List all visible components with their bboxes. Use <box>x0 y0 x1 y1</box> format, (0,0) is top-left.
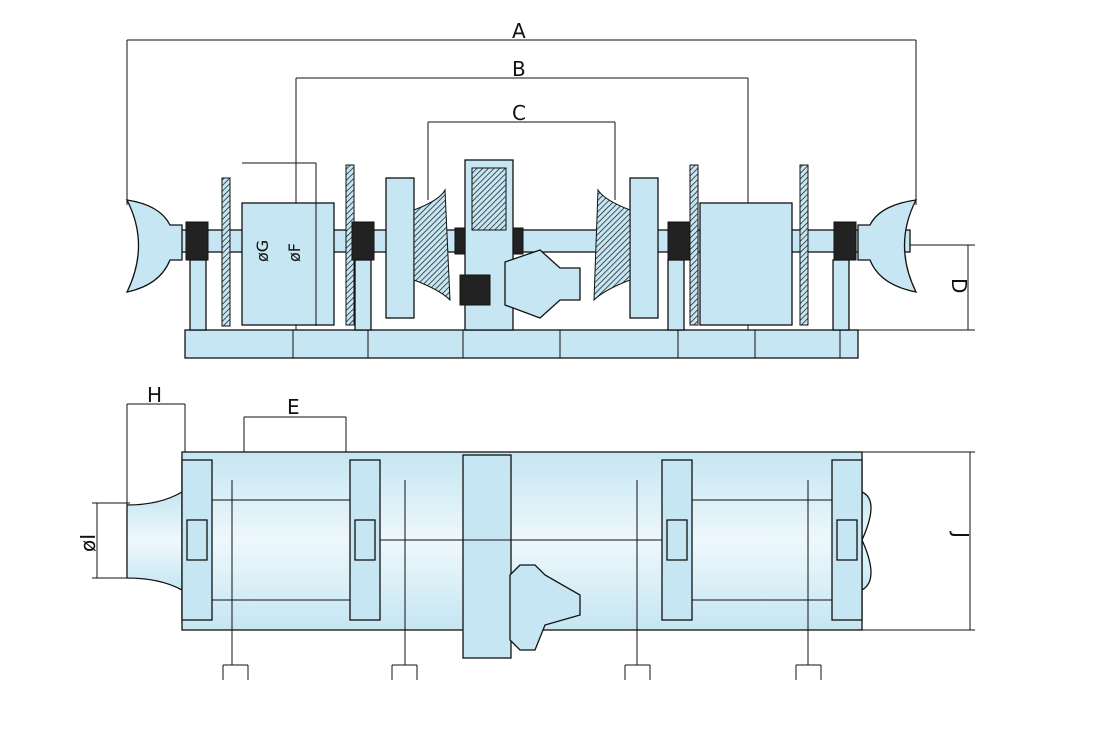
warping-head-left <box>125 199 183 293</box>
dim-label-h: H <box>147 383 162 407</box>
dimension-j: J <box>862 451 975 631</box>
dimension-a: A <box>126 19 917 205</box>
dimension-d: D <box>858 244 975 331</box>
gypsy-right <box>629 177 659 319</box>
plan-gearbox <box>462 454 512 659</box>
dim-label-i: øI <box>76 534 100 552</box>
plan-hydraulic-motor <box>509 564 581 651</box>
dim-label-g: øG <box>253 240 272 262</box>
hydraulic-motor <box>504 249 581 319</box>
dimension-c: C <box>427 101 616 200</box>
dim-label-e: E <box>287 395 300 419</box>
gypsy-left <box>385 177 415 319</box>
plan-view <box>126 451 872 680</box>
dimension-i: øI <box>76 502 130 579</box>
dim-label-c: C <box>512 101 526 125</box>
dim-label-b: B <box>512 57 526 81</box>
plan-warping-head-left <box>126 490 183 592</box>
dim-label-a: A <box>512 19 526 43</box>
drum-left <box>241 202 335 326</box>
dim-label-f: øF <box>285 243 304 262</box>
dim-label-d: D <box>947 278 971 293</box>
base-frame <box>184 329 859 359</box>
drum-right <box>699 202 793 326</box>
warping-head-right <box>857 199 918 293</box>
front-view: øG øF <box>125 159 918 359</box>
brake-handles <box>222 480 822 680</box>
dimension-h: H <box>126 383 186 505</box>
dim-label-j: J <box>949 530 973 538</box>
plan-warping-head-right <box>861 490 872 592</box>
